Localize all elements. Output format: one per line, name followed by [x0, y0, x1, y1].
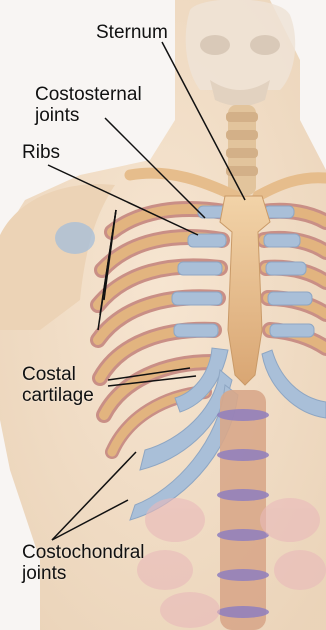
label-costosternal-line1: Costosternal [35, 84, 142, 105]
lumbar-spine [217, 390, 269, 630]
label-sternum-text: Sternum [96, 22, 168, 43]
shoulder-joint [55, 222, 95, 254]
label-costal-line2: cartilage [22, 385, 94, 406]
label-ribs-text: Ribs [22, 142, 60, 163]
label-costal-cartilage: Costal cartilage [22, 364, 94, 406]
label-costochondral-line2: joints [22, 563, 145, 584]
label-costochondral-joints: Costochondral joints [22, 542, 145, 584]
label-costosternal-line2: joints [35, 105, 142, 126]
label-costochondral-line1: Costochondral [22, 542, 145, 563]
label-costosternal-joints: Costosternal joints [35, 84, 142, 126]
label-sternum: Sternum [96, 22, 168, 43]
label-ribs: Ribs [22, 142, 60, 163]
label-costal-line1: Costal [22, 364, 94, 385]
